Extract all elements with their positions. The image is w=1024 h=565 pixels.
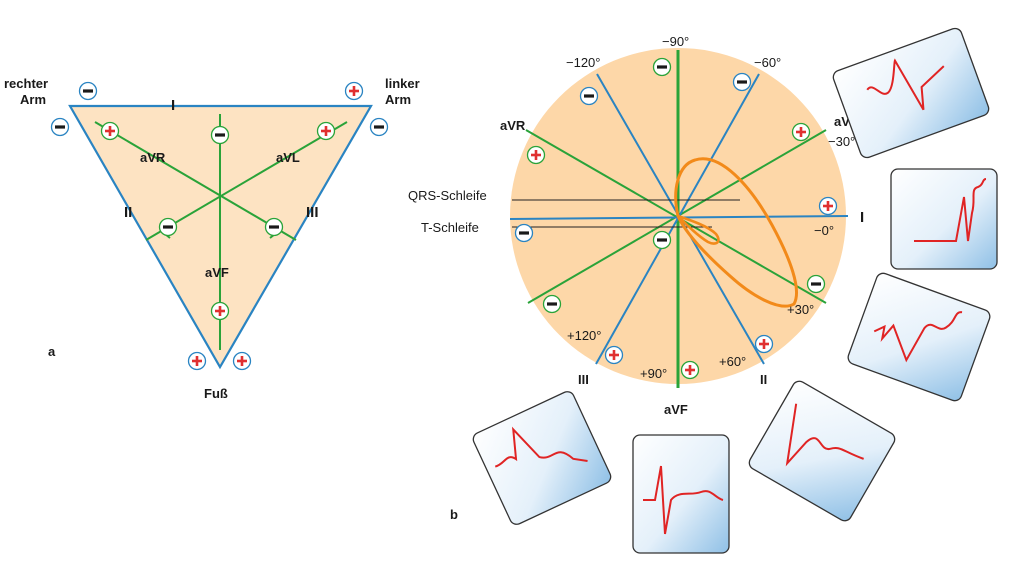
panel-a: rechter Arm linker Arm I II III aVR aVL … [4, 76, 420, 401]
minus-electrode-icon [50, 117, 70, 137]
plus-electrode-icon [680, 360, 700, 380]
minus-electrode-icon [514, 223, 534, 243]
angle-minus-120: −120° [566, 55, 600, 70]
minus-electrode-icon [579, 86, 599, 106]
plus-electrode-icon [526, 145, 546, 165]
plus-electrode-icon [316, 121, 336, 141]
lead-ii-label: II [124, 204, 132, 221]
minus-electrode-icon [369, 117, 389, 137]
minus-electrode-icon [806, 274, 826, 294]
plus-electrode-icon [210, 301, 230, 321]
ecg-trace [494, 426, 588, 468]
avl-axis-line [145, 121, 348, 241]
angle-minus-60: −60° [754, 55, 781, 70]
lead-i-label-b: I [860, 209, 864, 226]
left-arm-label-2: Arm [385, 92, 411, 107]
minus-electrode-icon [652, 57, 672, 77]
plus-electrode-icon [604, 345, 624, 365]
ecg-trace [914, 178, 987, 242]
angle-zero: −0° [814, 223, 834, 238]
avr-axis-line [94, 121, 297, 241]
plus-electrode-icon [232, 351, 252, 371]
ecg-card-i [890, 168, 998, 270]
plus-electrode-icon [818, 196, 838, 216]
angle-minus-30: −30° [828, 134, 855, 149]
ecg-trace [866, 58, 945, 111]
angle-plus-120: +120° [567, 328, 601, 343]
ecg-trace [873, 311, 963, 363]
minus-electrode-icon [732, 72, 752, 92]
panel-b: −90° −120° −60° aVL −30° aVR QRS-Schleif… [408, 27, 998, 554]
lead-i-label: I [171, 97, 175, 114]
panel-a-label: a [48, 344, 56, 359]
lead-iii-axis-line [595, 73, 760, 365]
minus-electrode-icon [264, 217, 284, 237]
lead-iii-label-b: III [578, 372, 589, 387]
lead-ii-label-b: II [760, 372, 767, 387]
foot-label: Fuß [204, 386, 228, 401]
ecg-card-avr [472, 391, 612, 525]
avr-label-b: aVR [500, 118, 526, 133]
plus-electrode-icon [754, 334, 774, 354]
angle-plus-90: +90° [640, 366, 667, 381]
avl-label: aVL [276, 150, 300, 165]
minus-electrode-icon [542, 294, 562, 314]
t-loop-label: T-Schleife [421, 220, 479, 235]
right-arm-label-1: rechter [4, 76, 48, 91]
plus-electrode-icon [100, 121, 120, 141]
qrs-loop [674, 157, 799, 308]
ecg-trace [785, 403, 864, 467]
plus-electrode-icon [791, 122, 811, 142]
qrs-loop-label: QRS-Schleife [408, 188, 487, 203]
avr-label: aVR [140, 150, 166, 165]
right-arm-label-2: Arm [20, 92, 46, 107]
plus-electrode-icon [187, 351, 207, 371]
avf-label-b: aVF [664, 402, 688, 417]
plus-electrode-icon [344, 81, 364, 101]
lead-iii-label: III [306, 204, 319, 221]
minus-electrode-icon [210, 125, 230, 145]
angle-plus-60: +60° [719, 354, 746, 369]
minus-electrode-icon [78, 81, 98, 101]
minus-electrode-icon [158, 217, 178, 237]
angle-plus-30: +30° [787, 302, 814, 317]
left-arm-label-1: linker [385, 76, 420, 91]
panel-b-label: b [450, 507, 458, 522]
ecg-trace [643, 465, 724, 535]
ecg-card-iii [748, 380, 896, 522]
t-loop [677, 214, 720, 245]
avf-label: aVF [205, 265, 229, 280]
ecg-card-avl [832, 27, 990, 159]
minus-electrode-icon [652, 230, 672, 250]
ecg-card-avf [632, 434, 730, 554]
angle-minus-90: −90° [662, 34, 689, 49]
ecg-card-ii [847, 272, 991, 402]
